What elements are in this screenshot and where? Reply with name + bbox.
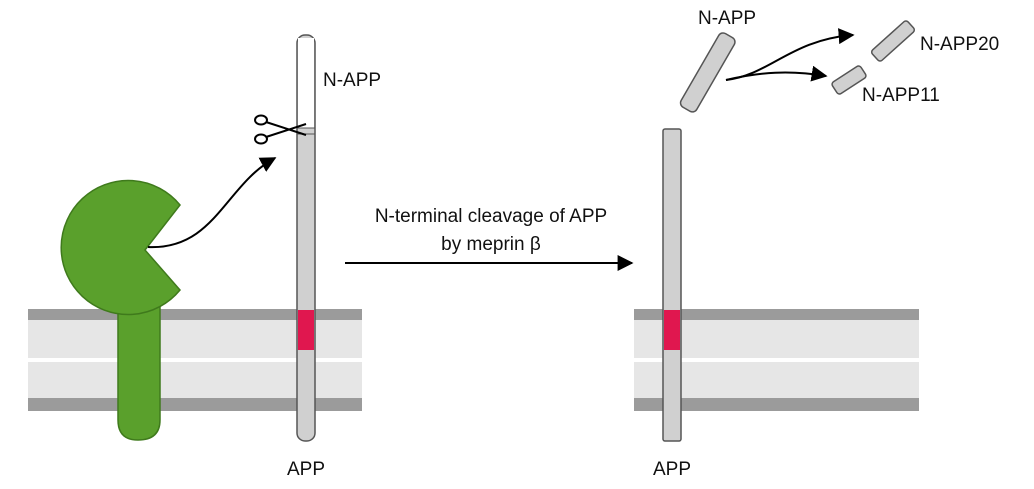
n-app-label-left: N-APP xyxy=(323,70,381,91)
n-app20-label: N-APP20 xyxy=(920,34,999,55)
app-full-length xyxy=(296,34,316,442)
app-cleaved xyxy=(662,128,682,442)
app-label-right: APP xyxy=(653,459,691,480)
meprin-beta-protein xyxy=(60,179,181,441)
process-label-line2: by meprin β xyxy=(441,234,541,255)
process-label-line1: N-terminal cleavage of APP xyxy=(375,206,607,227)
meprin-beta-head xyxy=(60,179,181,316)
right-membrane-bottom-layer xyxy=(634,398,919,411)
n-app11-label: N-APP11 xyxy=(862,85,940,106)
left-membrane-top-layer xyxy=(28,309,362,320)
transmembrane-domain-right xyxy=(664,310,680,350)
app-right-bar xyxy=(662,128,682,442)
left-membrane-bottom-layer xyxy=(28,398,362,411)
app-label-left: APP xyxy=(287,459,325,480)
n-app-label-right: N-APP xyxy=(698,8,756,29)
arrow-to-n-app11 xyxy=(725,65,828,82)
scissors-icon xyxy=(254,114,307,145)
transmembrane-domain-left xyxy=(298,310,314,350)
n-app-region-left xyxy=(298,38,314,128)
meprin-to-scissors-arrow xyxy=(147,157,277,249)
n-app-fragment xyxy=(679,32,736,113)
right-membrane-top-layer xyxy=(634,309,919,320)
n-app11-fragment xyxy=(831,65,867,95)
n-app20-fragment xyxy=(870,20,916,62)
